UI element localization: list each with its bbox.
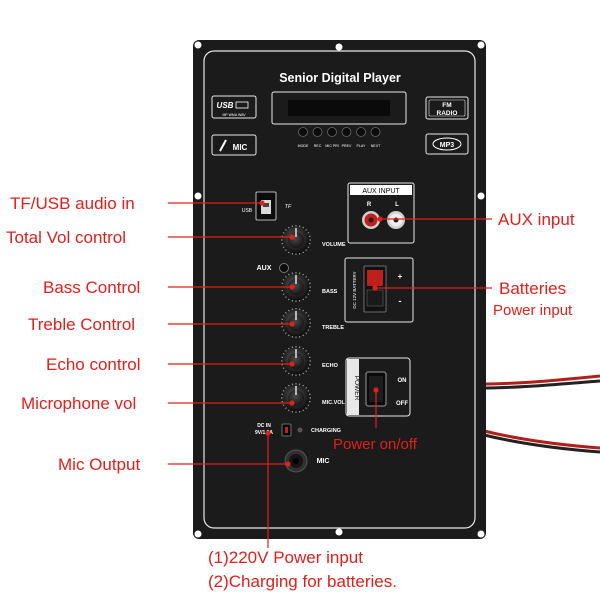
callout-tf-usb: TF/USB audio in <box>10 194 135 213</box>
svg-text:USB: USB <box>217 101 234 110</box>
svg-text:MIC: MIC <box>233 143 248 152</box>
svg-text:L: L <box>395 202 399 208</box>
knob-treble[interactable] <box>281 308 311 338</box>
charging-indicator: CHARGING <box>297 427 341 434</box>
knob-mic-vol[interactable] <box>281 383 311 413</box>
knob-label: ECHO <box>322 363 339 369</box>
knob-volume[interactable] <box>281 225 311 255</box>
svg-text:FM: FM <box>442 102 451 109</box>
power-label: POWER <box>353 376 360 401</box>
svg-text:RADIO: RADIO <box>437 110 458 117</box>
note-charging-batteries: (2)Charging for batteries. <box>208 572 397 591</box>
dc-in-rating: 9V/1.5A <box>255 430 273 436</box>
led-display <box>271 91 407 125</box>
callout-aux-input: AUX input <box>498 210 575 229</box>
callout-treble: Treble Control <box>28 315 136 334</box>
svg-text:+: + <box>398 272 403 281</box>
control-button-prev[interactable] <box>341 127 352 137</box>
svg-text:ON: ON <box>398 378 407 384</box>
callout-mic-output: Mic Output <box>58 455 141 474</box>
svg-text:OFF: OFF <box>396 401 408 407</box>
svg-text:MP WMA WAV: MP WMA WAV <box>222 113 246 117</box>
amplifier-panel <box>193 40 486 539</box>
callout-total-vol: Total Vol control <box>6 228 127 247</box>
callout-echo: Echo control <box>46 355 141 374</box>
control-button-label: MIC PRI <box>325 144 339 148</box>
control-button-mode[interactable] <box>298 127 308 137</box>
svg-text:MP3: MP3 <box>440 142 455 149</box>
callout-mic-vol: Microphone vol <box>21 394 137 413</box>
microphone-icon <box>219 139 227 152</box>
mp3-badge: MP3 <box>425 133 469 155</box>
panel-title: Senior Digital Player <box>279 71 401 85</box>
usb-port-label: USB <box>242 208 253 214</box>
aux-input-title: AUX INPUT <box>362 188 400 195</box>
knob-label: BASS <box>322 289 338 295</box>
dc-in-port[interactable]: DC IN 9V/1.5A <box>255 423 292 437</box>
control-button-next[interactable] <box>370 127 381 137</box>
knob-label: TREBLE <box>322 325 344 331</box>
aux-input-box: AUX INPUT R L <box>347 182 415 244</box>
leader-lines <box>168 200 492 548</box>
control-button-label: REC <box>314 144 322 148</box>
control-button-label: PLAY <box>357 144 367 148</box>
rca-left-jack[interactable] <box>387 211 405 229</box>
callout-batteries-power-input: Power input <box>493 302 573 319</box>
control-button-label: NEXT <box>371 144 381 148</box>
control-button-play[interactable] <box>356 127 366 137</box>
fm-radio-badge: FM RADIO <box>425 96 469 120</box>
charging-label: CHARGING <box>311 428 341 434</box>
control-button-mic-pri[interactable] <box>327 127 337 137</box>
knob-label: MIC.VOL <box>322 400 346 406</box>
aux-jack-label: AUX <box>257 265 272 272</box>
control-button-label: MODE <box>298 144 309 148</box>
usb-badge: USB MP WMA WAV <box>211 95 257 119</box>
svg-text:R: R <box>367 202 372 208</box>
note-220v-power-input: (1)220V Power input <box>208 548 363 567</box>
dc-in-label: DC IN <box>257 423 271 429</box>
callout-bass: Bass Control <box>43 278 141 297</box>
rca-right-jack[interactable] <box>362 211 380 229</box>
control-button-label: PREV <box>342 144 352 148</box>
control-button-rec[interactable] <box>312 127 323 137</box>
power-wires <box>479 374 600 454</box>
svg-text:-: - <box>399 296 402 306</box>
mic-jack-label: MIC <box>317 458 330 465</box>
usb-tf-port[interactable]: USB TF <box>242 191 292 221</box>
knob-echo[interactable] <box>281 346 311 376</box>
mic-output-jack[interactable]: MIC <box>284 449 330 473</box>
aux-jack[interactable]: AUX <box>257 263 289 273</box>
callout-batteries: Batteries <box>499 279 567 298</box>
tf-port-label: TF <box>285 204 292 210</box>
mic-badge: MIC <box>211 134 257 156</box>
knob-bass[interactable] <box>281 272 311 302</box>
knob-label: VOLUME <box>322 242 346 248</box>
battery-label: DC 12V BATTERY <box>352 271 357 308</box>
callout-power-onoff: Power on/off <box>333 436 417 453</box>
